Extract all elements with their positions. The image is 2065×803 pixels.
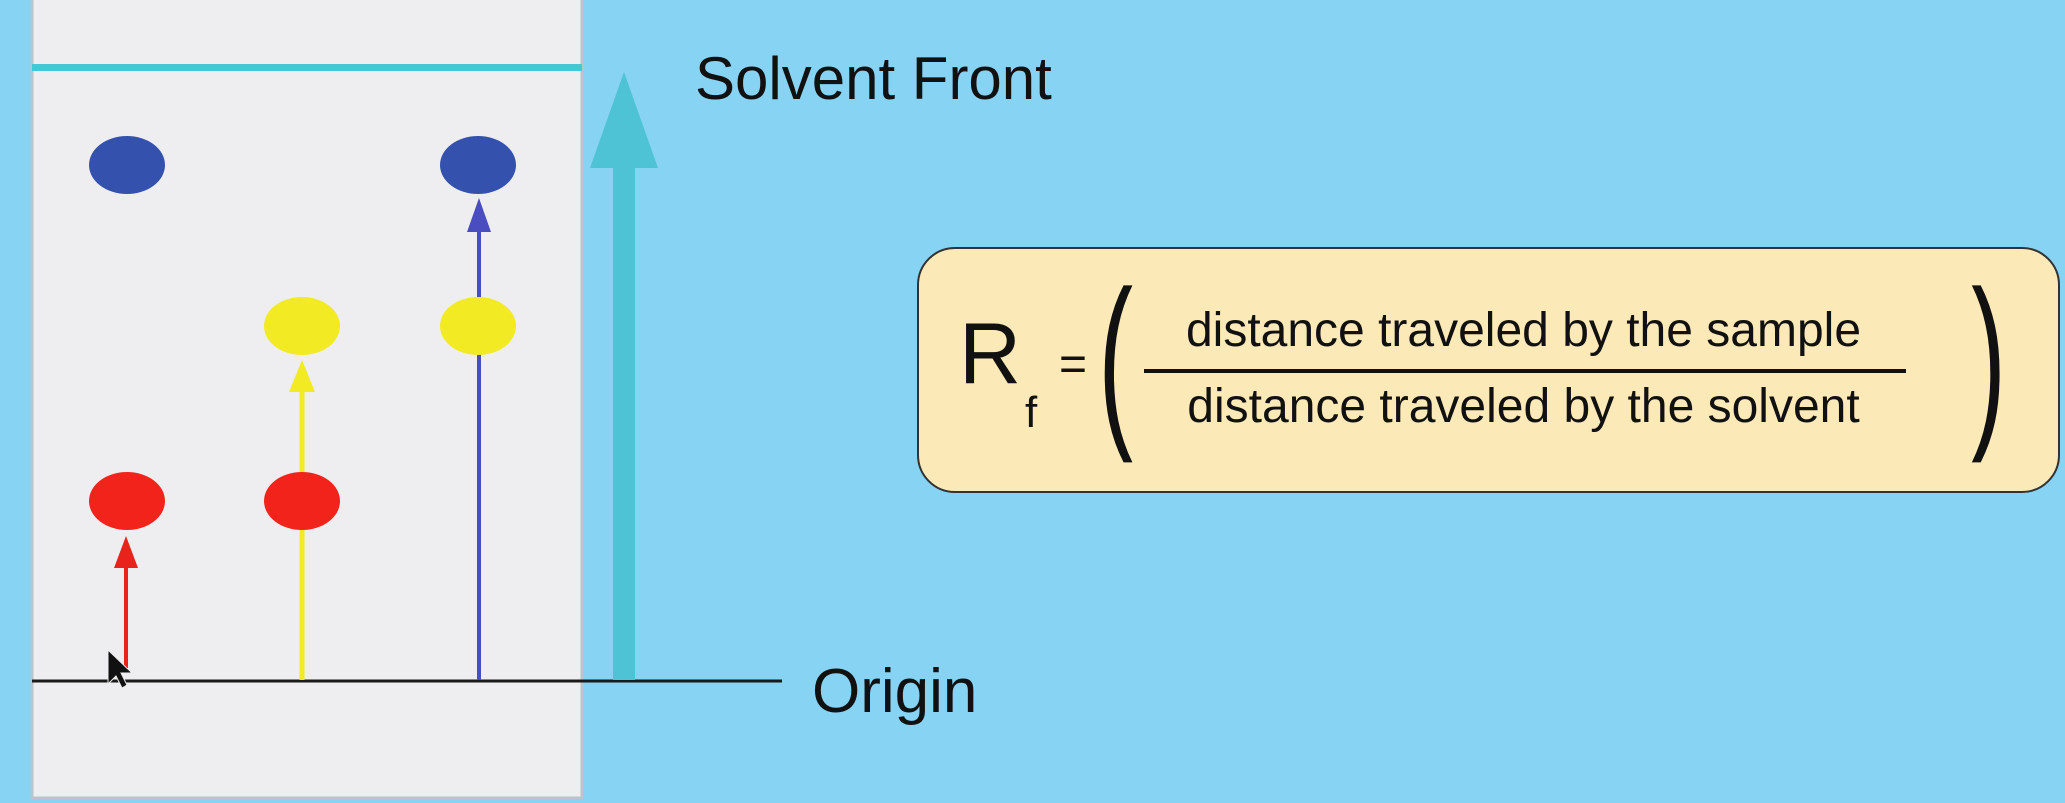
yellow-spot-lane-2 [264, 297, 340, 355]
blue-spot-lane-1 [89, 136, 165, 194]
yellow-travel-arrow-head [289, 360, 315, 392]
mouse-pointer-icon [107, 648, 134, 689]
origin-label: Origin [812, 657, 978, 726]
equals-sign: = [1059, 338, 1088, 391]
red-spot-lane-1 [89, 472, 165, 530]
left-parenthesis: ( [1098, 252, 1134, 464]
rf-formula-box: R f = ( distance traveled by the sample … [917, 247, 2060, 493]
red-travel-arrow-head [114, 536, 138, 568]
fraction-bar [1144, 369, 1906, 373]
solvent-direction-arrow-shaft [613, 155, 635, 680]
solvent-front-label: Solvent Front [695, 45, 1052, 112]
rf-symbol: R [959, 306, 1022, 402]
right-parenthesis: ) [1971, 252, 2007, 464]
tlc-plate [30, 0, 584, 800]
yellow-spot-lane-3 [440, 297, 516, 355]
solvent-direction-arrow-head [590, 72, 658, 168]
solvent-front-line [32, 64, 582, 71]
red-spot-lane-2 [264, 472, 340, 530]
formula-numerator: distance traveled by the sample [1185, 304, 1862, 357]
formula-denominator: distance traveled by the solvent [1187, 380, 1860, 433]
blue-travel-arrow-head [467, 198, 491, 232]
blue-spot-lane-3 [440, 136, 516, 194]
rf-subscript: f [1025, 388, 1038, 437]
